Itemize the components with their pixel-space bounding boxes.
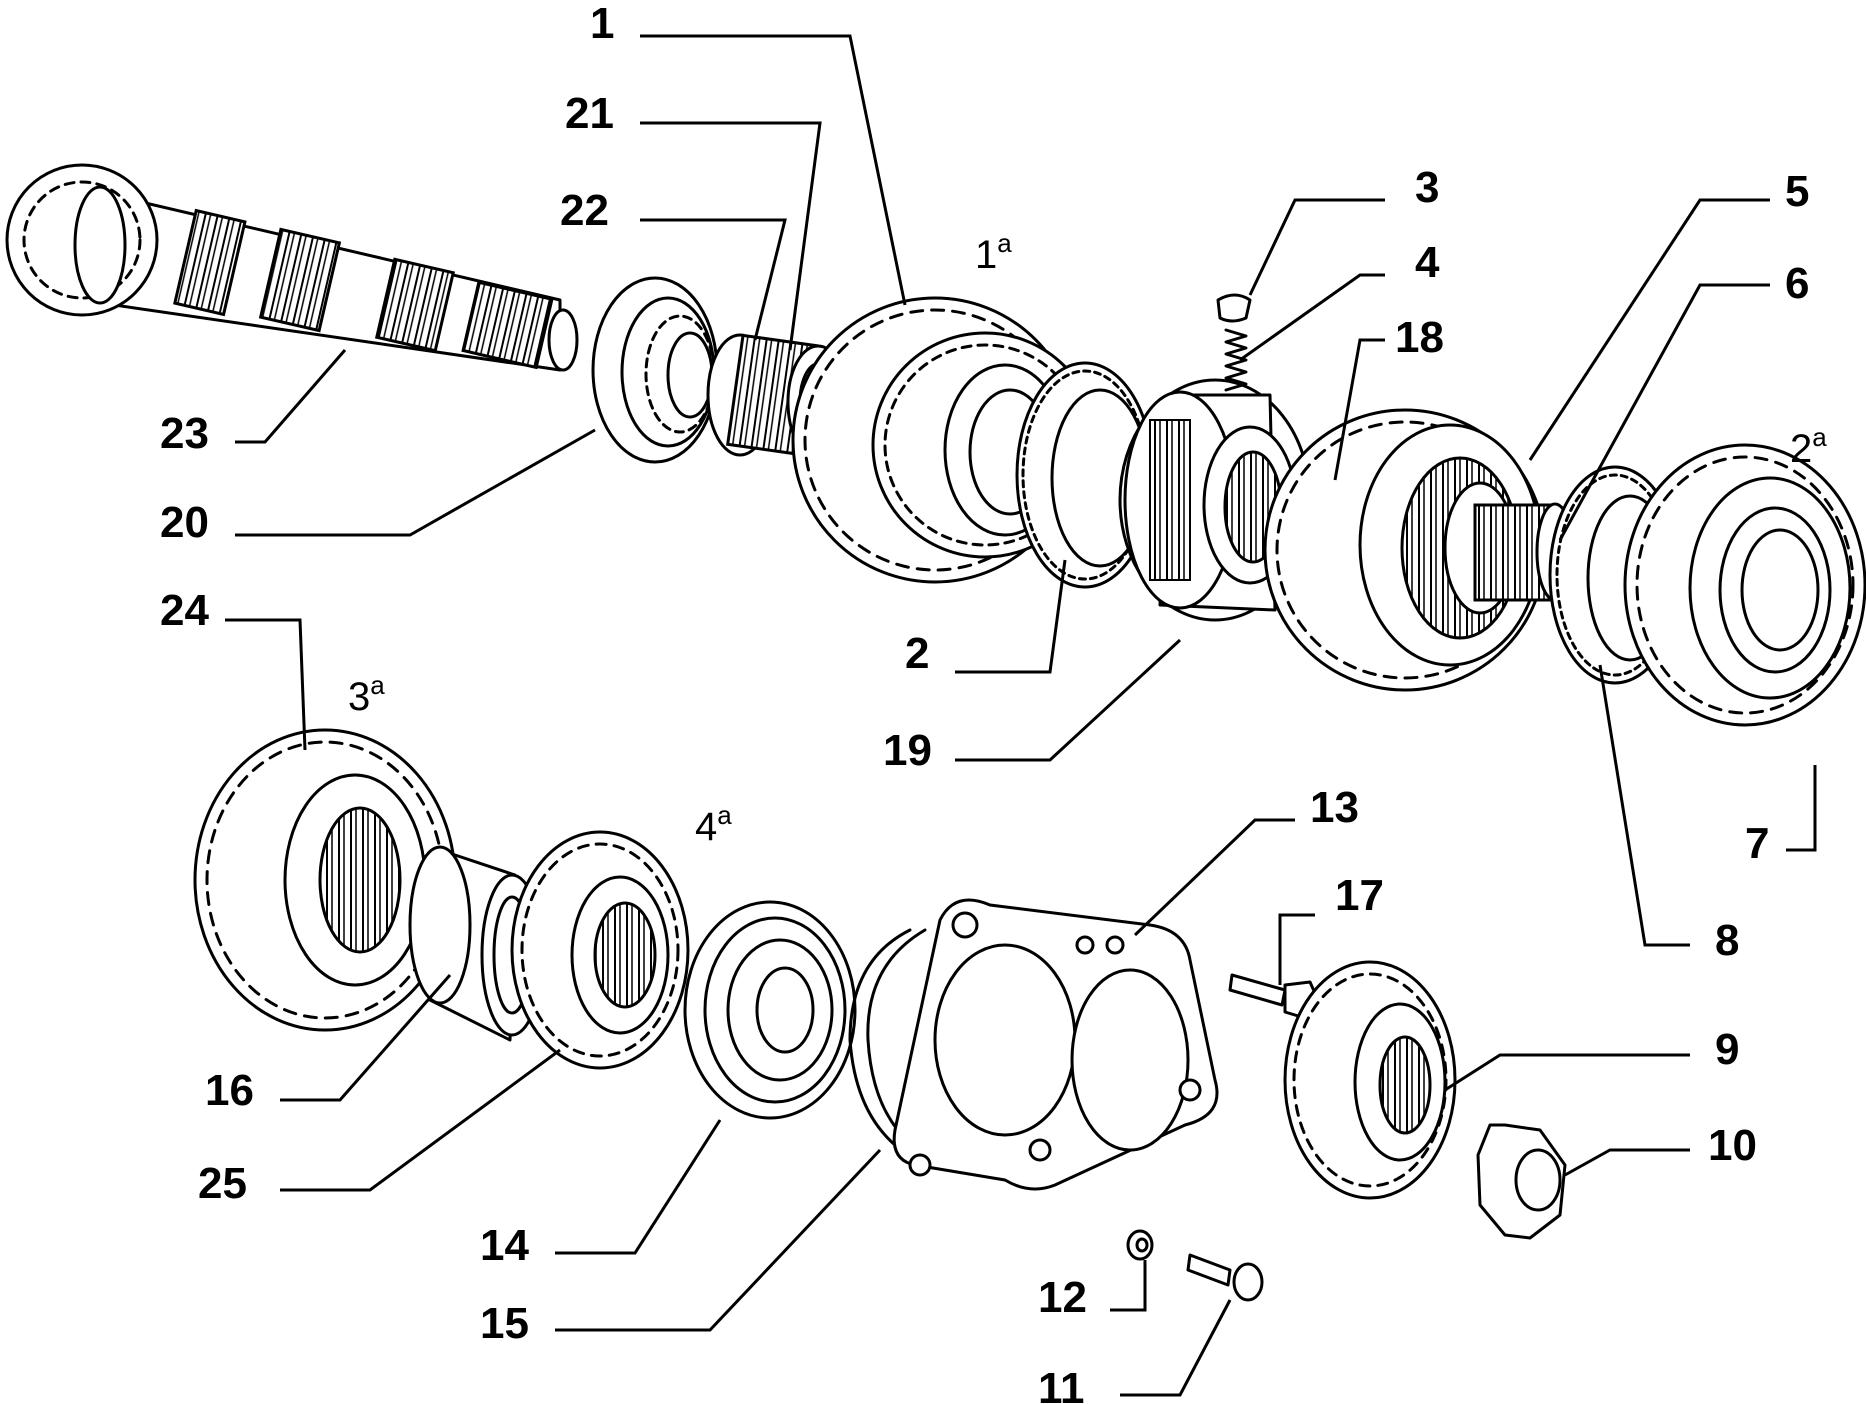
part-label-14: 14: [480, 1221, 529, 1270]
part-label-23: 23: [160, 409, 209, 458]
gear-ratio-labels: 1a 2a 3a 4a: [348, 228, 1827, 849]
retaining-plate-part-13: [892, 898, 1219, 1191]
leader-18: [1333, 338, 1385, 481]
leader-23: [235, 349, 347, 444]
screw-part-11: [1186, 1253, 1264, 1302]
main-shaft-part-23: [5, 163, 579, 372]
spring-part-4: [1224, 328, 1248, 392]
leader-12: [1110, 1260, 1147, 1312]
leader-8: [1598, 664, 1690, 947]
part-label-9: 9: [1715, 1025, 1739, 1074]
gear-label-third: 3a: [348, 670, 385, 719]
leader-2: [955, 559, 1067, 674]
leader-19: [955, 638, 1182, 762]
part-label-3: 3: [1415, 163, 1439, 212]
part-label-2: 2: [905, 629, 929, 678]
bearing-part-14: [683, 900, 857, 1120]
part-number-labels: 1 2 3 4 5 6 7 8 9 10 11 12 13 14 15 16 1…: [160, 0, 1809, 1404]
part-label-4: 4: [1415, 238, 1440, 287]
part-label-1: 1: [590, 0, 614, 48]
gear-label-first: 1a: [975, 228, 1012, 277]
part-label-6: 6: [1785, 259, 1809, 308]
part-label-22: 22: [560, 186, 609, 235]
needle-bearing-part-6: [1473, 502, 1575, 602]
part-label-5: 5: [1785, 167, 1809, 216]
snap-ring-part-15: [848, 928, 927, 1147]
leader-22: [640, 218, 787, 341]
bushing-part-16: [408, 845, 544, 1042]
nut-part-10: [1476, 1123, 1567, 1240]
part-label-11: 11: [1038, 1364, 1085, 1404]
part-label-19: 19: [883, 726, 932, 775]
leader-7: [1786, 765, 1817, 852]
leader-16: [280, 974, 452, 1102]
leader-4: [1239, 273, 1385, 362]
leader-3: [1248, 198, 1385, 296]
leader-13: [1133, 818, 1295, 937]
part-label-15: 15: [480, 1299, 529, 1348]
fourth-gear-part-25: [510, 830, 690, 1070]
leader-24: [225, 618, 307, 751]
part-label-10: 10: [1708, 1121, 1757, 1170]
part-label-24: 24: [160, 586, 209, 635]
leader-5: [1528, 198, 1770, 461]
leader-9: [1444, 1053, 1690, 1092]
detent-ball-part-3: [1216, 293, 1252, 323]
part-label-17: 17: [1335, 871, 1384, 920]
part-label-18: 18: [1395, 313, 1444, 362]
gear-label-fourth: 4a: [695, 800, 732, 849]
leader-14: [555, 1119, 722, 1255]
leader-11: [1120, 1299, 1232, 1397]
leader-25: [280, 1048, 561, 1192]
gear-label-second: 2a: [1790, 422, 1827, 471]
part-label-16: 16: [205, 1066, 254, 1115]
part-label-21: 21: [565, 89, 614, 138]
part-label-12: 12: [1038, 1273, 1087, 1322]
part-label-7: 7: [1745, 819, 1769, 868]
part-label-25: 25: [198, 1159, 247, 1208]
bearing-part-20: [591, 276, 719, 464]
leader-1: [640, 34, 907, 306]
leader-21: [640, 121, 822, 351]
leader-6: [1558, 283, 1770, 541]
part-label-13: 13: [1310, 783, 1359, 832]
leader-lines: [225, 34, 1817, 1397]
leader-15: [555, 1148, 882, 1332]
part-label-8: 8: [1715, 916, 1739, 965]
part-label-20: 20: [160, 498, 209, 547]
washer-part-12: [1126, 1229, 1154, 1261]
third-gear-part-24: [193, 728, 457, 1032]
output-gear-part-9: [1283, 960, 1457, 1200]
leader-10: [1564, 1148, 1690, 1177]
leader-20: [235, 428, 596, 537]
leader-17: [1278, 913, 1315, 985]
second-gear-part-7: [1623, 443, 1866, 727]
